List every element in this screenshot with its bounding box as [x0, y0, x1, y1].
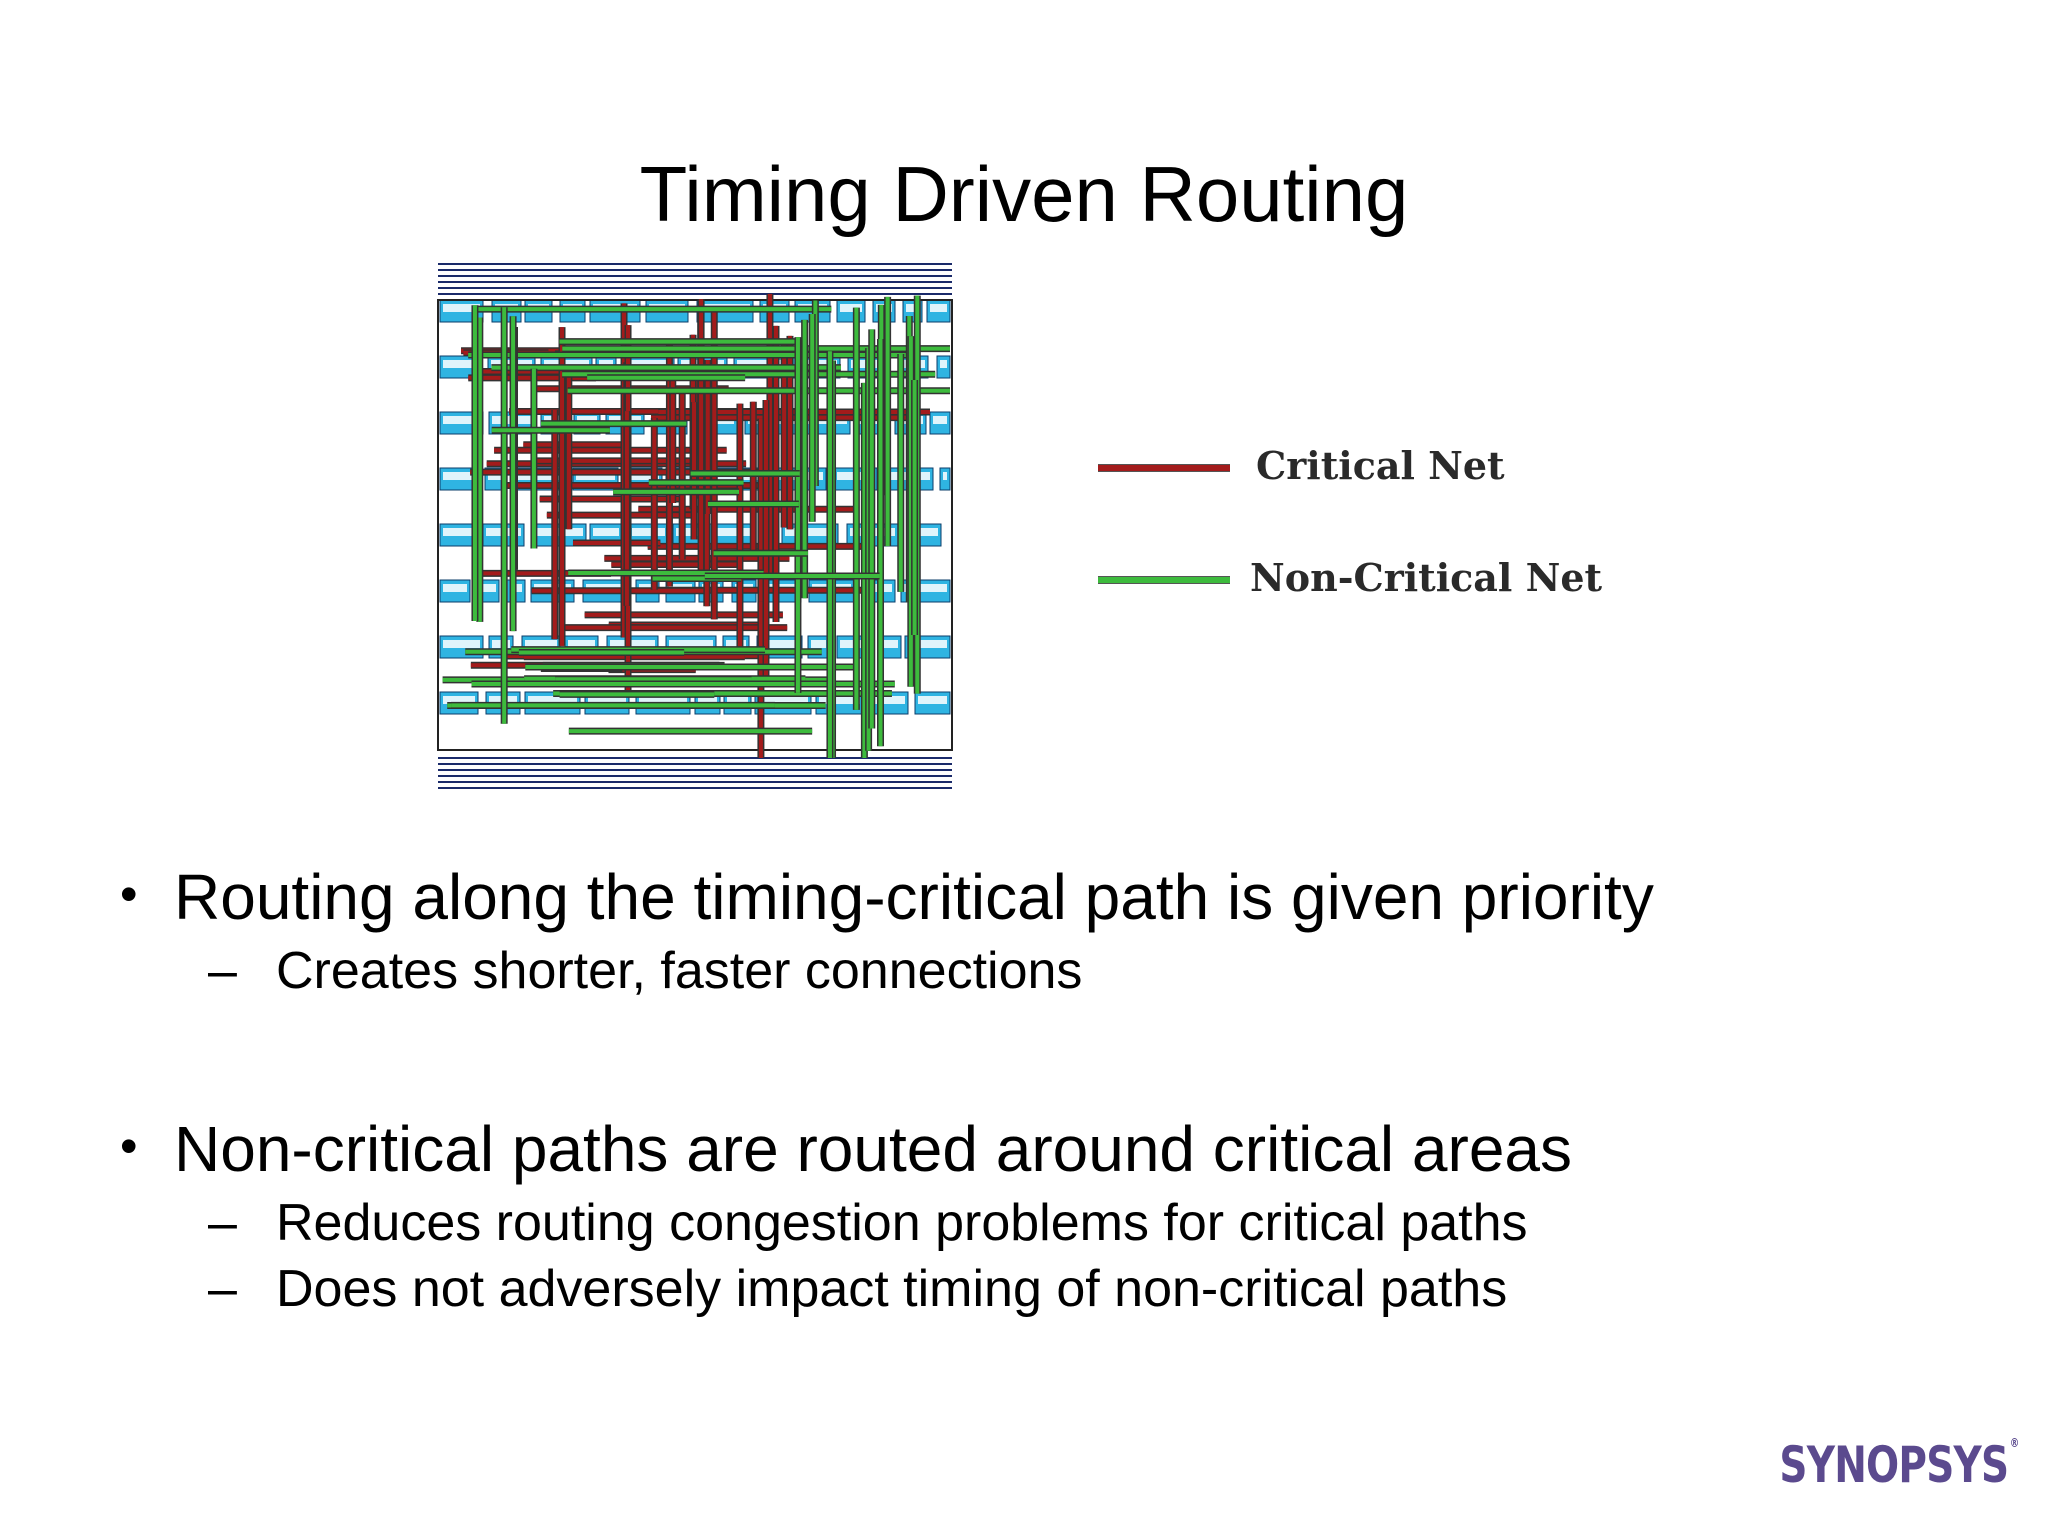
legend: Critical Net Non-Critical Net — [1096, 436, 1616, 616]
cell-interior — [819, 696, 860, 704]
cell-interior — [906, 304, 919, 312]
cell-interior — [610, 640, 655, 648]
cell-interior — [669, 640, 713, 648]
legend-label-non-critical: Non-Critical Net — [1250, 555, 1603, 600]
cell-interior — [726, 640, 746, 648]
bullet-list: • Routing along the timing-critical path… — [120, 856, 1980, 1322]
cell-interior — [443, 696, 475, 704]
cell-interior — [943, 472, 947, 480]
cell-interior — [918, 696, 947, 704]
sub-bullet-item: – Does not adversely impact timing of no… — [120, 1256, 1980, 1322]
dash-icon: – — [208, 942, 237, 1000]
cell-interior — [443, 304, 480, 312]
cell-interior — [625, 360, 671, 368]
bullet-text: Non-critical paths are routed around cri… — [174, 1113, 1572, 1185]
sub-bullet-text: Does not adversely impact timing of non-… — [276, 1260, 1508, 1318]
cell-interior — [514, 472, 564, 480]
cell-interior — [443, 472, 478, 480]
synopsys-logo: SYNOPSYS® — [1778, 1436, 2019, 1494]
cell-interior — [737, 360, 783, 368]
cell-interior — [443, 416, 480, 424]
cell-interior — [568, 640, 595, 648]
cell-interior — [488, 472, 503, 480]
cell-interior — [870, 696, 905, 704]
cell-interior — [443, 640, 480, 648]
dash-icon: – — [208, 1260, 237, 1318]
cell-interior — [525, 640, 557, 648]
cell-interior — [930, 304, 947, 312]
cell-interior — [933, 416, 947, 424]
bullet-text: Routing along the timing-critical path i… — [174, 861, 1654, 933]
sub-bullet-item: – Reduces routing congestion problems fo… — [120, 1190, 1980, 1256]
cell-interior — [727, 696, 748, 704]
cell-interior — [482, 584, 496, 592]
cell-interior — [698, 696, 717, 704]
bullet-item: • Routing along the timing-critical path… — [120, 856, 1980, 938]
cell-interior — [534, 528, 583, 536]
cell-interior — [760, 640, 799, 648]
cell-interior — [544, 360, 589, 368]
diagram-frame — [437, 299, 953, 751]
logo-text: SYNOPSYS — [1778, 1436, 2009, 1494]
cell-interior — [443, 584, 467, 592]
cell-interior — [588, 696, 626, 704]
legend-label-critical: Critical Net — [1256, 443, 1505, 488]
cell-interior — [629, 472, 659, 480]
cell-interior — [528, 696, 577, 704]
cell-interior — [576, 472, 615, 480]
cell-interior — [785, 528, 835, 536]
cell-interior — [840, 304, 862, 312]
cell-interior — [811, 640, 826, 648]
sub-bullet-text: Reduces routing congestion problems for … — [276, 1194, 1528, 1252]
routing-diagram-svg — [430, 258, 960, 798]
cell-interior — [910, 528, 938, 536]
cell-interior — [882, 640, 898, 648]
legend-swatch-critical — [1098, 464, 1230, 472]
slide-title: Timing Driven Routing — [639, 150, 1409, 238]
cell-interior — [940, 360, 947, 368]
bullet-icon: • — [120, 1118, 138, 1174]
bullet-item: • Non-critical paths are routed around c… — [120, 1108, 1980, 1190]
cell-interior — [443, 360, 478, 368]
routing-diagram — [430, 258, 960, 798]
cell-interior — [632, 528, 665, 536]
sub-bullet-item: – Creates shorter, faster connections — [120, 938, 1980, 1004]
registered-mark: ® — [2009, 1436, 2018, 1450]
cell-interior — [908, 640, 947, 648]
cell-interior — [599, 360, 613, 368]
cell-interior — [639, 696, 687, 704]
cell-interior — [904, 584, 947, 592]
cell-interior — [676, 528, 699, 536]
bullet-icon: • — [120, 866, 138, 922]
cell-interior — [669, 472, 704, 480]
cell-interior — [577, 416, 597, 424]
cell-interior — [593, 528, 619, 536]
legend-swatch-non-critical — [1098, 576, 1230, 584]
dash-icon: – — [208, 1194, 237, 1252]
sub-bullet-text: Creates shorter, faster connections — [276, 942, 1083, 1000]
cell-interior — [443, 528, 472, 536]
cell-interior — [758, 696, 808, 704]
cell-interior — [711, 528, 751, 536]
